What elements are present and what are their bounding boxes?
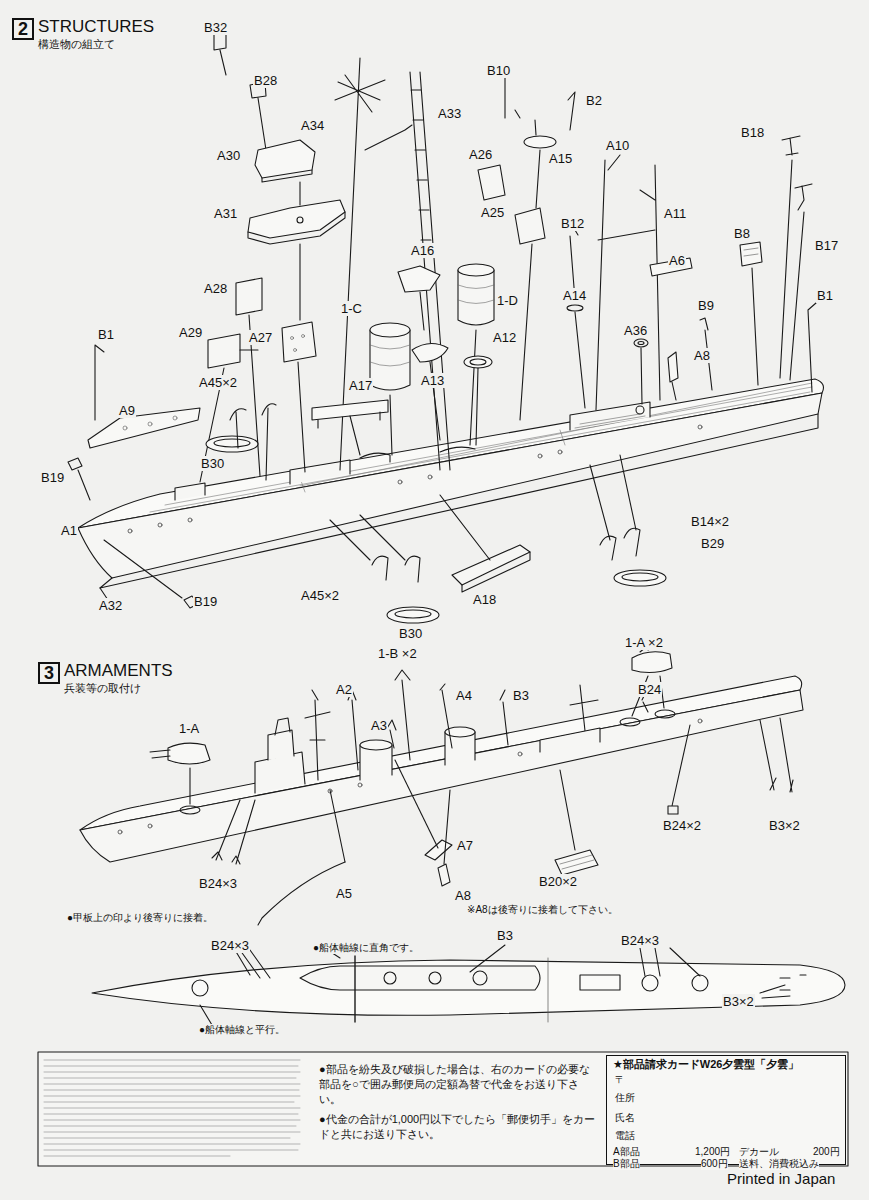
note-text: ※A8は後寄りに接着して下さい。	[466, 904, 619, 916]
part-number: A10	[605, 138, 630, 153]
card-title: ★部品請求カードW26夕雲型「夕雲」	[613, 1058, 799, 1070]
part-number: A17	[348, 378, 373, 393]
part-number: A16	[410, 243, 435, 258]
part-number: B12	[560, 216, 585, 231]
part-number: A11	[663, 206, 687, 221]
part-number: A18	[472, 592, 497, 607]
part-number: A7	[456, 838, 474, 853]
part-number: B24×2	[662, 818, 702, 833]
part-number: 1-A	[178, 721, 200, 736]
part-number: B24×3	[210, 938, 250, 953]
card-field: 〒	[615, 1074, 625, 1086]
part-number: B3×2	[722, 994, 755, 1009]
part-number: B30	[398, 626, 423, 641]
part-number: A27	[248, 330, 273, 345]
part-number: B20×2	[538, 874, 578, 889]
part-number: B18	[740, 125, 765, 140]
part-number: B10	[486, 63, 511, 78]
step-number-box: 2STRUCTURES構造物の組立て	[12, 18, 34, 40]
part-number: A9	[118, 403, 136, 418]
part-number: B3	[512, 688, 530, 703]
note-text: ●部品を紛失及び破損した場合は、右のカードの必要な部品を○で囲み郵便局の定額為替…	[318, 1062, 598, 1107]
part-number: A13	[420, 373, 445, 388]
part-number: A34	[300, 118, 325, 133]
note-text: ●船体軸線に直角です。	[312, 942, 420, 954]
part-number: A31	[213, 206, 238, 221]
part-number: A2	[335, 682, 353, 697]
card-field: 氏名	[615, 1112, 635, 1124]
part-number: A6	[668, 253, 686, 268]
card-field: 送料、消費税込み	[739, 1158, 819, 1170]
note-text: ●船体軸線と平行。	[198, 1024, 286, 1036]
part-number: A12	[492, 330, 517, 345]
card-field: B部品	[613, 1158, 640, 1170]
part-number: B19	[40, 470, 65, 485]
part-number: A30	[216, 148, 241, 163]
part-number: A8	[693, 348, 711, 363]
part-number: 1-D	[496, 293, 519, 308]
part-number: 1-A ×2	[624, 635, 664, 650]
part-number: B24×3	[198, 876, 238, 891]
note-text: ●甲板上の印より後寄りに接着。	[66, 912, 214, 924]
part-number: A25	[480, 205, 505, 220]
part-number: B19	[193, 594, 218, 609]
part-number: B29	[700, 536, 725, 551]
part-number: B24×3	[620, 933, 660, 948]
part-number: B1	[816, 288, 834, 303]
step-subtitle: 兵装等の取付け	[64, 682, 141, 695]
part-number: A4	[455, 688, 473, 703]
part-number: A45×2	[300, 588, 340, 603]
part-number: B3	[496, 928, 514, 943]
part-number: A14	[562, 288, 587, 303]
part-number: A5	[335, 886, 353, 901]
card-field: A部品	[613, 1146, 640, 1158]
part-number: 1-C	[340, 301, 363, 316]
note-text: ●代金の合計が1,000円以下でしたら「郵便切手」をカードと共にお送り下さい。	[318, 1112, 598, 1142]
card-field: 600円	[701, 1158, 728, 1170]
part-number: A1	[60, 523, 78, 538]
part-number: B3×2	[768, 818, 801, 833]
part-number: B32	[203, 20, 228, 35]
part-number: B28	[253, 73, 278, 88]
step-title: STRUCTURES	[38, 17, 154, 36]
step-number-box: 3ARMAMENTS兵装等の取付け	[38, 662, 60, 684]
part-number: A32	[98, 598, 123, 613]
part-number: B9	[697, 298, 715, 313]
part-number: B2	[585, 93, 603, 108]
parts-request-card: ★部品請求カードW26夕雲型「夕雲」〒住所氏名電話 A部品 1,200円デカール 20…	[606, 1055, 846, 1165]
part-number: A3	[370, 718, 388, 733]
part-number: A15	[548, 151, 573, 166]
part-number: A28	[203, 281, 228, 296]
part-number: B30	[200, 456, 225, 471]
card-field: 1,200円	[695, 1146, 730, 1158]
step-number: 2	[14, 20, 32, 38]
part-number: B24	[637, 682, 662, 697]
part-number: B14×2	[690, 514, 730, 529]
card-field: 住所	[615, 1092, 635, 1104]
part-number: A29	[178, 325, 203, 340]
card-field: 200円	[813, 1146, 840, 1158]
card-field: 電話	[615, 1130, 635, 1142]
step-title: ARMAMENTS	[64, 661, 173, 680]
step-subtitle: 構造物の組立て	[38, 38, 115, 51]
part-number: A45×2	[198, 375, 238, 390]
part-number: B8	[733, 226, 751, 241]
part-number: A26	[468, 147, 493, 162]
part-number: A33	[437, 106, 462, 121]
part-number: B17	[814, 238, 839, 253]
part-number: 1-B ×2	[377, 646, 418, 661]
part-number: B1	[97, 327, 115, 342]
part-number: A36	[623, 323, 648, 338]
footer-text: Printed in Japan	[726, 1170, 836, 1187]
part-number: A8	[454, 888, 472, 903]
card-field: デカール	[739, 1146, 779, 1158]
step-number: 3	[40, 664, 58, 682]
